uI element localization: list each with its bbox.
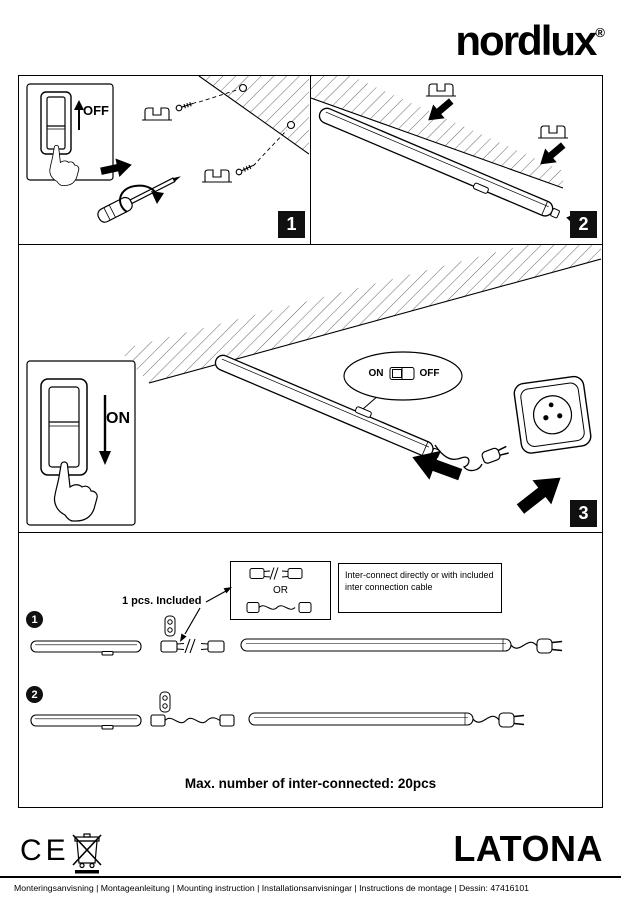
weee-bin-icon: [72, 833, 102, 874]
direct-connector-icon: [160, 638, 225, 654]
footer-instruction-line: Monteringsanvisning | Montageanleitung |…: [14, 883, 529, 893]
mounting-clip-icon: [426, 83, 456, 97]
connector-end-icon: [164, 615, 176, 637]
cable-connector-icon: [150, 714, 235, 727]
step2-badge: 2: [570, 211, 597, 238]
arrow-left-icon: [412, 450, 463, 481]
mounting-clip-icon: [202, 169, 232, 183]
power-socket-icon: [513, 375, 592, 454]
or-label: OR: [273, 585, 288, 596]
screw-icon: [175, 83, 248, 112]
included-label: 1 pcs. Included: [122, 595, 202, 607]
power-plug-icon: [498, 712, 525, 728]
leader-arrows: [180, 587, 232, 642]
rotate-arrow-icon: [119, 184, 164, 213]
power-plug-icon: [536, 638, 563, 654]
callout-off-label: OFF: [419, 368, 440, 379]
registered-mark-icon: ®: [595, 25, 605, 40]
connector-end-icon: [159, 691, 171, 713]
row1-marker: 1: [26, 611, 43, 628]
interconnect-note-box: Inter-connect directly or with included …: [338, 563, 502, 613]
arrow-down-icon: [99, 395, 111, 465]
screw-icon: [235, 120, 296, 176]
light-bar-long-with-plug: [240, 638, 563, 654]
mounting-clip-icon: [538, 125, 568, 139]
mounting-clip-icon: [142, 107, 172, 121]
wall-hatch: [311, 76, 564, 189]
product-name: LATONA: [453, 828, 603, 869]
or-options-box: OR: [230, 561, 331, 620]
interconnect-note: Inter-connect directly or with included …: [345, 570, 494, 593]
step1-badge: 1: [278, 211, 305, 238]
brand-logo: nordlux®: [455, 20, 605, 62]
step3-diagram: [26, 245, 601, 526]
arrow-down-left-icon: [540, 142, 566, 165]
light-bar-long-with-plug: [248, 712, 525, 728]
row2-marker: 2: [26, 686, 43, 703]
power-cord-icon: [434, 444, 483, 472]
rocker-switch-icon: [389, 367, 414, 380]
arrow-up-icon: [74, 100, 84, 130]
arrow-right-icon: [100, 158, 132, 177]
step2-diagram: [311, 76, 585, 225]
switch-off-label: OFF: [83, 103, 109, 118]
light-switch-on-graphic: [26, 360, 136, 526]
cable-connector-icon: [246, 602, 311, 613]
step1-panel: [18, 75, 311, 245]
step1-diagram: [26, 76, 309, 223]
light-bar-graphic: [318, 107, 560, 219]
arrow-down-left-icon: [428, 98, 454, 121]
callout-on-label: ON: [368, 368, 384, 379]
step3-panel: [18, 244, 603, 533]
light-bar-short: [30, 714, 142, 730]
callout-onoff-row: ON OFF: [352, 366, 456, 381]
direct-connector-icon: [249, 567, 302, 580]
wall-hatch: [198, 76, 309, 155]
ce-mark-icon: CE: [20, 834, 70, 867]
hand-icon: [53, 461, 98, 522]
max-interconnect-note: Max. number of inter-connected: 20pcs: [184, 776, 437, 791]
hand-icon: [49, 144, 80, 186]
switch-on-label: ON: [106, 410, 130, 427]
power-plug-icon: [481, 445, 509, 464]
arrow-up-right-icon: [516, 477, 561, 514]
footer-divider: [0, 876, 621, 878]
light-switch-off-graphic: [26, 83, 114, 186]
step2-panel: [310, 75, 603, 245]
brand-name: nordlux: [455, 17, 597, 64]
light-bar-short: [30, 640, 142, 656]
step3-badge: 3: [570, 500, 597, 527]
